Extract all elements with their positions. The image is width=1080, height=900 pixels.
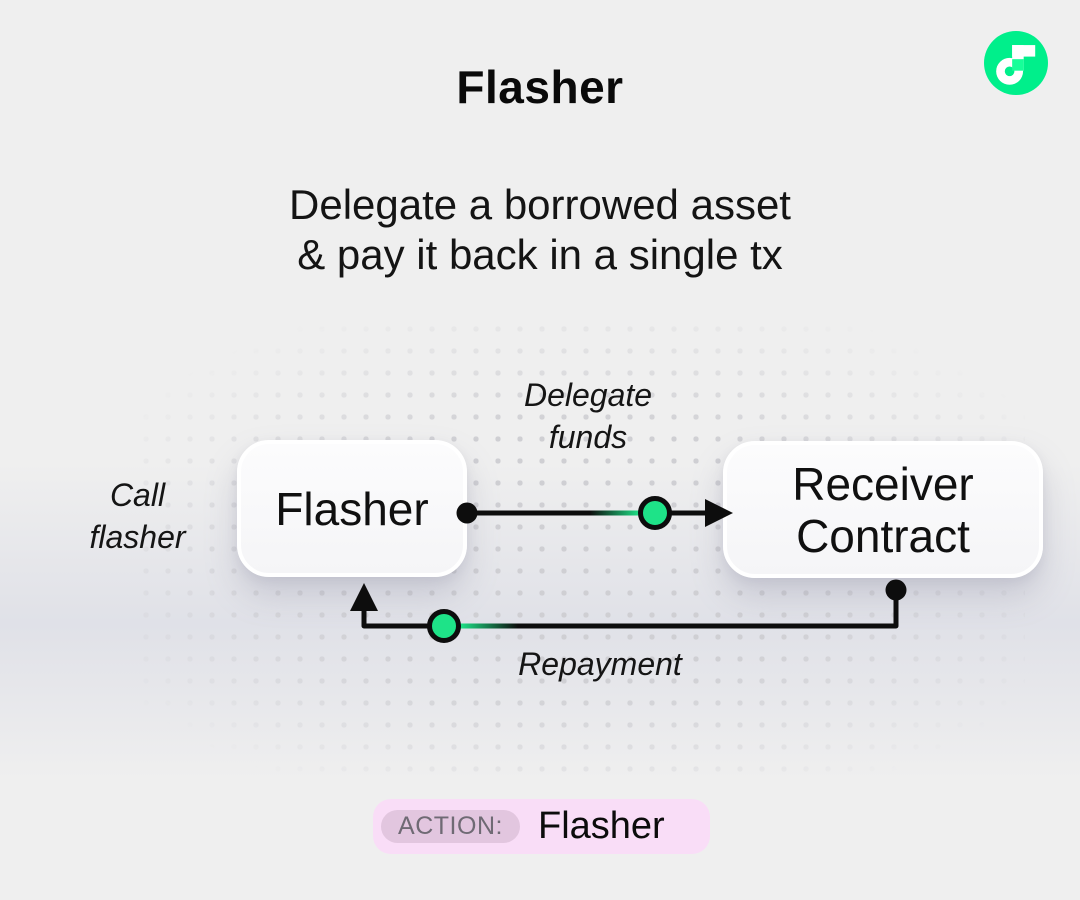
- edge-start-dot: [885, 579, 907, 601]
- delegate-label-line-1: Delegate: [523, 377, 653, 413]
- edge-label-delegate-funds: Delegate funds: [478, 374, 698, 458]
- edge-repayment: [350, 579, 907, 643]
- page-title: Flasher: [456, 61, 624, 113]
- edge-token-marker: [427, 609, 461, 643]
- node-receiver-label: Receiver Contract: [792, 458, 974, 562]
- subtitle-line-2: & pay it back in a single tx: [297, 231, 783, 278]
- action-bar: ACTION: Flasher: [373, 799, 710, 854]
- edge-token-marker: [638, 496, 672, 530]
- edge-label-repayment: Repayment: [518, 646, 682, 682]
- call-label-line-1: Call: [109, 477, 166, 513]
- node-flasher-label: Flasher: [275, 482, 429, 535]
- call-label-line-2: flasher: [89, 519, 186, 555]
- action-label-pill: ACTION:: [381, 810, 520, 843]
- subtitle-line-1: Delegate a borrowed asset: [289, 181, 791, 228]
- node-receiver-contract: Receiver Contract: [723, 441, 1043, 578]
- node-receiver-line-1: Receiver: [792, 457, 974, 510]
- node-flasher: Flasher: [237, 440, 467, 577]
- page-subtitle: Delegate a borrowed asset & pay it back …: [0, 180, 1080, 280]
- arrowhead-up: [350, 583, 378, 611]
- node-receiver-line-2: Contract: [796, 509, 970, 562]
- edge-delegate-funds: [456, 496, 733, 530]
- action-value: Flasher: [538, 805, 665, 847]
- delegate-label-line-2: funds: [548, 419, 628, 455]
- side-label-call-flasher: Call flasher: [40, 474, 235, 558]
- flow-logo-icon: [984, 31, 1048, 95]
